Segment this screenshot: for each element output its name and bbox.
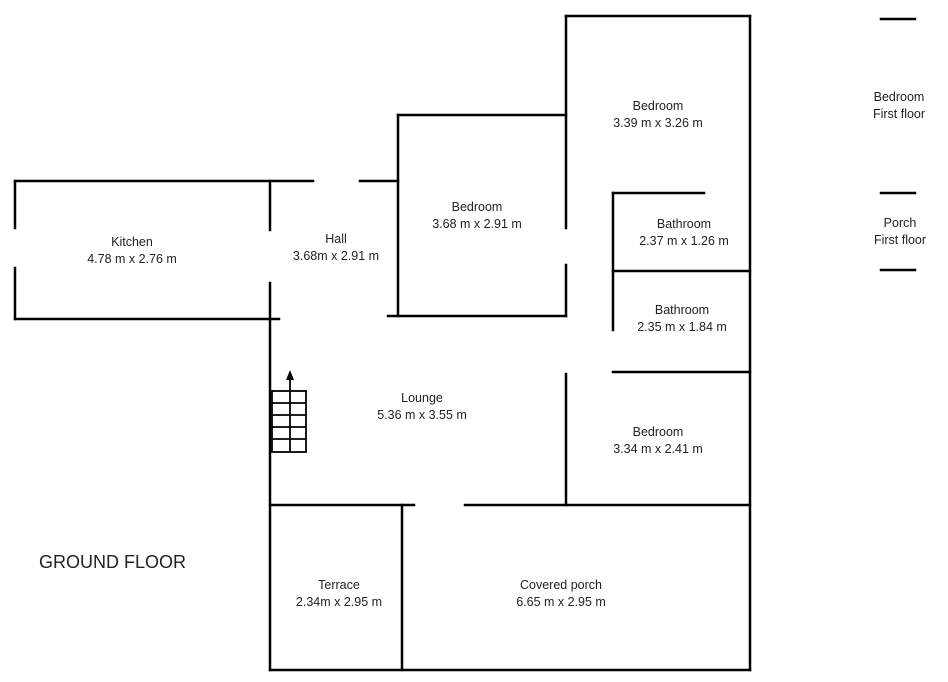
bathroom-1-label: Bathroom 2.37 m x 1.26 m <box>639 216 729 250</box>
stair-direction-arrow-icon <box>286 370 294 380</box>
bedroom-1-size: 3.68 m x 2.91 m <box>432 217 522 231</box>
bedroom-first-floor-name: Bedroom <box>873 90 925 104</box>
bedroom-2-walls <box>564 14 752 672</box>
terrace-size: 2.34m x 2.95 m <box>295 595 383 609</box>
bathroom-2-size: 2.35 m x 1.84 m <box>637 320 727 334</box>
terrace-label: Terrace 2.34m x 2.95 m <box>296 577 382 611</box>
bedroom-2-size: 3.39 m x 3.26 m <box>613 116 703 130</box>
bathroom-2-name: Bathroom <box>654 303 710 317</box>
covered-porch-name: Covered porch <box>520 578 602 592</box>
bedroom-3-walls <box>564 370 752 507</box>
covered-porch-size: 6.65 m x 2.95 m <box>516 595 606 609</box>
hall-walls <box>268 179 400 672</box>
bedroom-first-floor-floor: First floor <box>872 107 926 121</box>
bedroom-3-label: Bedroom 3.34 m x 2.41 m <box>613 424 703 458</box>
terrace-name: Terrace <box>318 578 360 592</box>
bedroom-1-label: Bedroom 3.68 m x 2.91 m <box>432 199 522 233</box>
bedroom-first-floor-label: Bedroom First floor <box>873 89 925 123</box>
bathroom-walls <box>611 191 752 332</box>
floor-title: GROUND FLOOR <box>39 552 187 572</box>
covered-porch-label: Covered porch 6.65 m x 2.95 m <box>516 577 606 611</box>
hall-name: Hall <box>325 232 347 246</box>
hall-label: Hall 3.68m x 2.91 m <box>293 231 379 265</box>
lounge-size: 5.36 m x 3.55 m <box>377 408 467 422</box>
lounge-name: Lounge <box>401 391 443 405</box>
bedroom-1-walls <box>386 113 568 318</box>
porch-first-floor-floor: First floor <box>873 233 927 247</box>
bedroom-3-size: 3.34 m x 2.41 m <box>613 442 703 456</box>
terrace-porch-walls <box>268 503 752 672</box>
bedroom-2-name: Bedroom <box>632 99 684 113</box>
porch-first-floor-name: Porch <box>883 216 917 230</box>
bathroom-1-size: 2.37 m x 1.26 m <box>639 234 729 248</box>
kitchen-label: Kitchen 4.78 m x 2.76 m <box>87 234 177 268</box>
kitchen-size: 4.78 m x 2.76 m <box>87 252 177 266</box>
bedroom-1-name: Bedroom <box>451 200 503 214</box>
bathroom-2-label: Bathroom 2.35 m x 1.84 m <box>637 302 727 336</box>
staircase-icon <box>271 378 307 453</box>
kitchen-name: Kitchen <box>111 235 153 249</box>
bedroom-3-name: Bedroom <box>632 425 684 439</box>
bathroom-1-name: Bathroom <box>656 217 712 231</box>
porch-first-floor-label: Porch First floor <box>874 215 926 249</box>
bedroom-2-label: Bedroom 3.39 m x 3.26 m <box>613 98 703 132</box>
kitchen-walls <box>13 179 315 321</box>
first-floor-markers <box>879 17 917 272</box>
lounge-label: Lounge 5.36 m x 3.55 m <box>377 390 467 424</box>
hall-size: 3.68m x 2.91 m <box>292 249 380 263</box>
